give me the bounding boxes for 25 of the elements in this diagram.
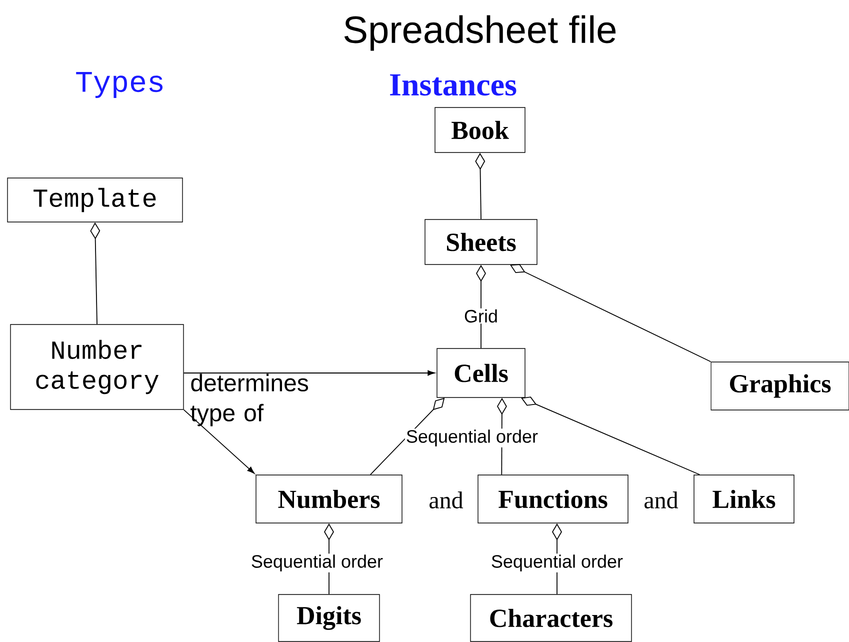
class-box: Links bbox=[694, 474, 794, 524]
note: Sequential order bbox=[404, 428, 540, 448]
class-box: Digits bbox=[278, 594, 380, 642]
connective: and bbox=[428, 490, 464, 510]
class-box: Characters bbox=[470, 594, 632, 642]
class-box: Number category bbox=[10, 324, 184, 410]
class-box: Book bbox=[434, 107, 526, 153]
class-box: Graphics bbox=[710, 362, 849, 410]
note: determines type of bbox=[190, 374, 308, 426]
aggregation-line bbox=[521, 396, 700, 476]
class-box: Cells bbox=[436, 348, 526, 398]
title: Spreadsheet file bbox=[344, 15, 616, 51]
class-box: Sheets bbox=[424, 219, 538, 265]
connective: and bbox=[642, 490, 680, 510]
edge-label: Grid bbox=[463, 308, 499, 324]
heading: Types bbox=[74, 71, 166, 99]
edge-label: Sequential order bbox=[490, 554, 624, 572]
arrow bbox=[183, 370, 436, 376]
class-box: Numbers bbox=[256, 474, 402, 524]
class-box: Functions bbox=[478, 474, 628, 524]
class-box: Template bbox=[7, 178, 183, 222]
heading: Instances bbox=[388, 73, 518, 97]
edge-label: Sequential order bbox=[250, 554, 384, 572]
aggregation-line bbox=[510, 264, 712, 362]
arrow bbox=[183, 409, 255, 474]
